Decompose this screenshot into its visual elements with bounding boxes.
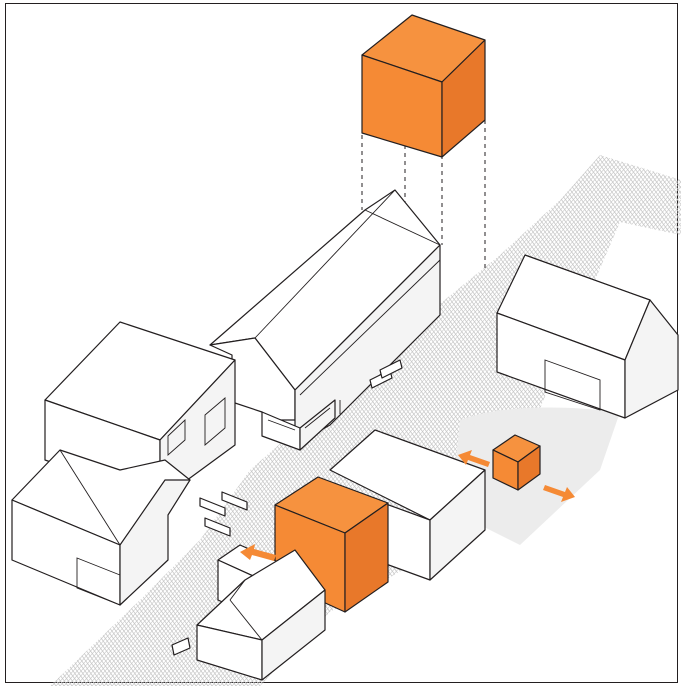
hatch-line [0,0,4,686]
hatch-line [50,155,261,686]
hatch-line [50,155,265,686]
hatch-line [0,0,28,686]
hatch-line [50,155,61,686]
hatch-line [0,0,20,686]
hatch-line [0,0,44,686]
right-gabled-building [496,254,679,419]
hatch-line [50,155,269,686]
hatch-line [50,155,65,686]
hatch-line [50,155,77,686]
hatch-line [50,155,65,686]
central-low-block [329,429,486,581]
hatch-line [50,155,73,686]
long-gabled-building [209,189,441,451]
hatch-line [50,155,69,686]
hatch-line [50,155,289,686]
hatch-line [50,155,57,686]
hatch-line [0,0,44,686]
hatch-line [0,0,48,686]
hatch-line [50,155,281,686]
hatch-line [0,0,4,686]
hatch-line [50,155,293,686]
left-gabled-building [11,449,191,606]
projection-lines [361,120,486,270]
hatch-line [50,155,301,686]
hatch-line [50,155,53,686]
hatch-line [50,155,73,686]
floating-orange-volume [361,14,486,158]
street-benches-upper [369,359,403,389]
hatch-line [50,155,53,686]
hatch-line [0,0,16,686]
hatch-line [50,155,257,686]
front-gabled-house [196,549,326,681]
hatch-line [50,155,277,686]
hatch-line [0,0,48,686]
hatch-line [0,0,8,686]
hatch-line [0,0,24,686]
hatch-line [0,0,32,686]
hatch-line [50,155,57,686]
hatch-line [50,155,77,686]
hatch-line [0,0,28,686]
arrow-left-large [240,544,276,561]
hatch-line [0,0,8,686]
hatch-line [0,0,24,686]
small-orange-volume [492,434,541,491]
arrow-left-small [458,450,490,467]
hatch-line [115,155,681,686]
street-benches-left [171,491,248,656]
hatch-line [0,0,32,686]
hatch-line [50,155,253,686]
hatch-line [50,155,285,686]
hatch-line [50,155,69,686]
arrow-right-small [543,485,575,502]
hatch-line [50,155,61,686]
hatch-line [0,0,16,686]
hatch-line [50,155,273,686]
hatch-line [50,155,297,686]
hatch-line [0,0,20,686]
